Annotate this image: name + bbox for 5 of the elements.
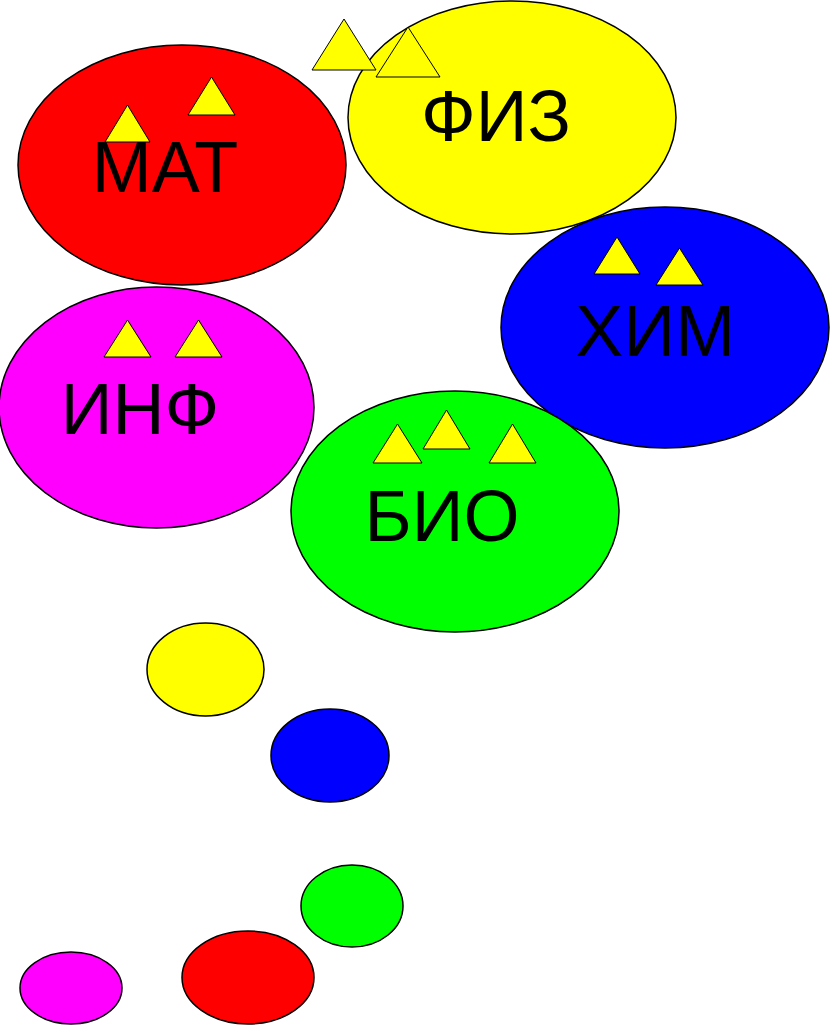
subject-label: ХИМ	[575, 295, 735, 367]
subject-label: МАТ	[91, 131, 239, 203]
subject-label: ИНФ	[60, 373, 220, 445]
subject-label: ФИЗ	[421, 80, 571, 152]
subject-label: БИО	[364, 480, 520, 552]
